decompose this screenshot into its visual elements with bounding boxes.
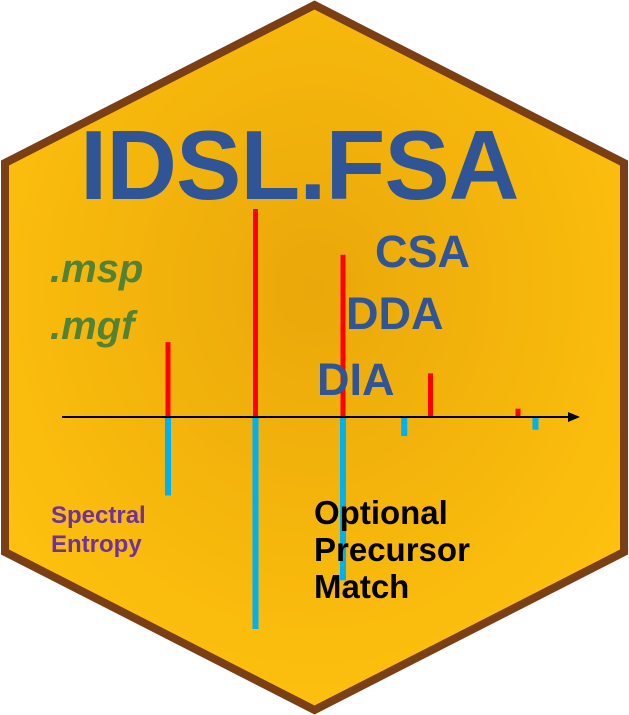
precursor-match-label: Optional Precursor Match: [314, 494, 514, 605]
precursor-line: Optional: [314, 494, 448, 531]
entropy-line: Spectral: [51, 502, 146, 529]
precursor-line: Precursor: [314, 531, 470, 568]
mode-dia-label: DIA: [317, 354, 395, 405]
format-mgf-label: .mgf: [50, 304, 135, 348]
app-title: IDSL.FSA: [80, 110, 519, 220]
arrow-right-icon: [568, 412, 580, 422]
format-msp-label: .msp: [50, 247, 144, 291]
mode-csa-label: CSA: [375, 226, 471, 277]
spectral-entropy-label: Spectral Entropy: [51, 501, 181, 559]
mirror-spectrum-chart: [62, 209, 580, 629]
mode-dda-label: DDA: [346, 288, 444, 339]
precursor-line: Match: [314, 568, 410, 605]
entropy-line: Entropy: [51, 531, 142, 558]
